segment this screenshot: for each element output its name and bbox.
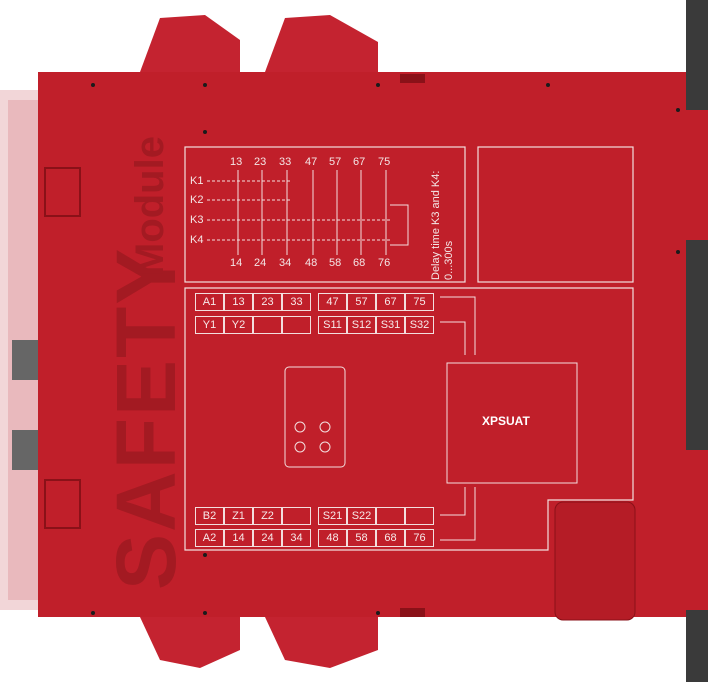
terminal-S11: S11	[318, 316, 347, 334]
terminal-67: 67	[376, 293, 405, 311]
delay-line-2: 0...300s	[443, 240, 455, 280]
terminal-blank	[282, 507, 311, 525]
terminal-S32: S32	[405, 316, 434, 334]
front-panel-sketch	[284, 366, 346, 468]
left-latch-upper	[44, 167, 81, 217]
terminal-Y2: Y2	[224, 316, 253, 334]
terminal-33: 33	[282, 293, 311, 311]
terminal-blank	[253, 316, 282, 334]
blank-window	[554, 501, 636, 621]
terminal-Z1: Z1	[224, 507, 253, 525]
terminal-Y1: Y1	[195, 316, 224, 334]
terminal-S12: S12	[347, 316, 376, 334]
terminal-blank	[405, 507, 434, 525]
terminal-S21: S21	[318, 507, 347, 525]
left-latch-lower	[44, 479, 81, 529]
top-47: 47	[305, 156, 318, 168]
top-terminal-block-left	[140, 15, 240, 72]
bottom-68: 68	[353, 257, 366, 269]
top-23: 23	[254, 156, 267, 168]
relay-K3: K3	[190, 214, 204, 226]
terminal-34: 34	[282, 529, 311, 547]
terminal-panel-outline	[184, 287, 634, 551]
terminal-58: 58	[347, 529, 376, 547]
xpsuat-sketch	[446, 362, 578, 484]
relay-K2: K2	[190, 194, 204, 206]
terminal-Z2: Z2	[253, 507, 282, 525]
model-label: XPSUAT	[482, 414, 530, 428]
delay-text: Delay time K3 and K4: 0...300s	[430, 171, 456, 280]
bottom-terminal-block-left	[140, 617, 240, 668]
terminal-blank	[376, 507, 405, 525]
terminal-48: 48	[318, 529, 347, 547]
top-terminal-block-right	[265, 15, 378, 72]
bottom-terminal-block-right	[265, 617, 378, 668]
delay-line-1: Delay time K3 and K4:	[430, 170, 442, 280]
terminal-76: 76	[405, 529, 434, 547]
terminal-blank	[282, 316, 311, 334]
terminal-75: 75	[405, 293, 434, 311]
terminal-A2: A2	[195, 529, 224, 547]
bottom-14: 14	[230, 257, 243, 269]
left-clip-upper	[12, 340, 42, 380]
bottom-24: 24	[254, 257, 267, 269]
terminal-68: 68	[376, 529, 405, 547]
terminal-S22: S22	[347, 507, 376, 525]
top-13: 13	[230, 156, 243, 168]
bottom-76: 76	[378, 257, 391, 269]
brand-suffix: Module	[128, 136, 172, 276]
bottom-48: 48	[305, 257, 318, 269]
top-75: 75	[378, 156, 391, 168]
relay-K4: K4	[190, 234, 204, 246]
top-57: 57	[329, 156, 342, 168]
top-33: 33	[279, 156, 292, 168]
bottom-58: 58	[329, 257, 342, 269]
terminal-23: 23	[253, 293, 282, 311]
top-67: 67	[353, 156, 366, 168]
terminal-A1: A1	[195, 293, 224, 311]
terminal-24: 24	[253, 529, 282, 547]
terminal-13: 13	[224, 293, 253, 311]
terminal-B2: B2	[195, 507, 224, 525]
bottom-34: 34	[279, 257, 292, 269]
brand-word: SAFETY	[99, 246, 193, 590]
terminal-57: 57	[347, 293, 376, 311]
terminal-14: 14	[224, 529, 253, 547]
left-clip-lower	[12, 430, 42, 470]
blank-label-panel	[477, 146, 634, 283]
wiring-diagram-panel	[184, 146, 466, 283]
relay-K1: K1	[190, 175, 204, 187]
terminal-47: 47	[318, 293, 347, 311]
terminal-S31: S31	[376, 316, 405, 334]
